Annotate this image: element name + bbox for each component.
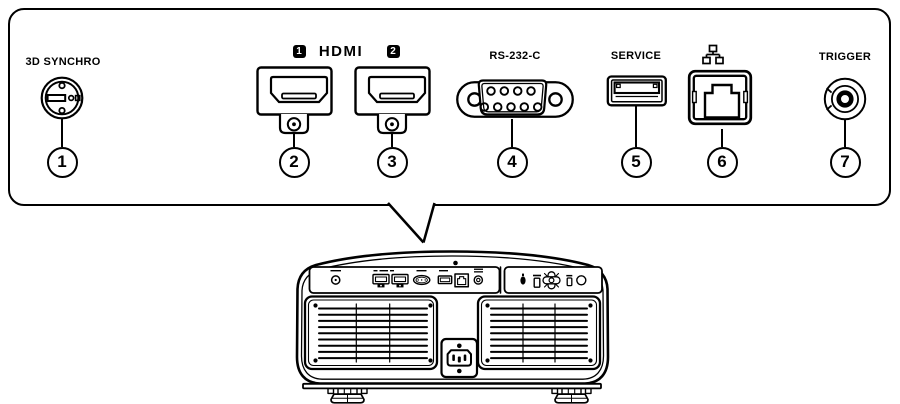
hdmi-badge-1: 1 — [292, 44, 306, 58]
hdmi-logo-label: HDMI — [318, 43, 364, 60]
callout-line-3 — [390, 133, 394, 147]
label-3d-synchro: 3D SYNCHRO — [25, 56, 101, 68]
hdmi-2-port-icon — [354, 66, 431, 135]
usb-service-port-icon — [606, 75, 667, 107]
lan-network-icon — [702, 44, 724, 65]
label-rs232: RS-232-C — [489, 50, 541, 62]
callout-line-4 — [511, 119, 514, 147]
callout-number-4: 4 — [496, 146, 528, 178]
3d-synchro-connector-icon — [40, 76, 84, 120]
callout-line-6 — [720, 129, 724, 147]
rj45-lan-port-icon — [687, 69, 753, 126]
callout-number-2: 2 — [278, 146, 310, 178]
callout-number-6: 6 — [706, 146, 738, 178]
projector-rear-view — [295, 250, 610, 404]
io-panel — [8, 8, 891, 206]
callout-line-2 — [292, 133, 296, 147]
label-service: SERVICE — [610, 50, 662, 62]
label-trigger: TRIGGER — [818, 51, 872, 63]
callout-number-3: 3 — [376, 146, 408, 178]
callout-number-1: 1 — [46, 146, 78, 178]
hdmi-badge-2: 2 — [386, 44, 400, 58]
hdmi-1-port-icon — [256, 66, 333, 135]
trigger-jack-icon — [823, 77, 867, 121]
rs232-connector-icon — [456, 79, 574, 118]
callout-line-7 — [843, 120, 847, 147]
callout-pointer — [387, 202, 436, 244]
callout-line-1 — [60, 119, 64, 147]
callout-number-7: 7 — [829, 146, 861, 178]
callout-line-5 — [634, 106, 638, 147]
callout-number-5: 5 — [620, 146, 652, 178]
